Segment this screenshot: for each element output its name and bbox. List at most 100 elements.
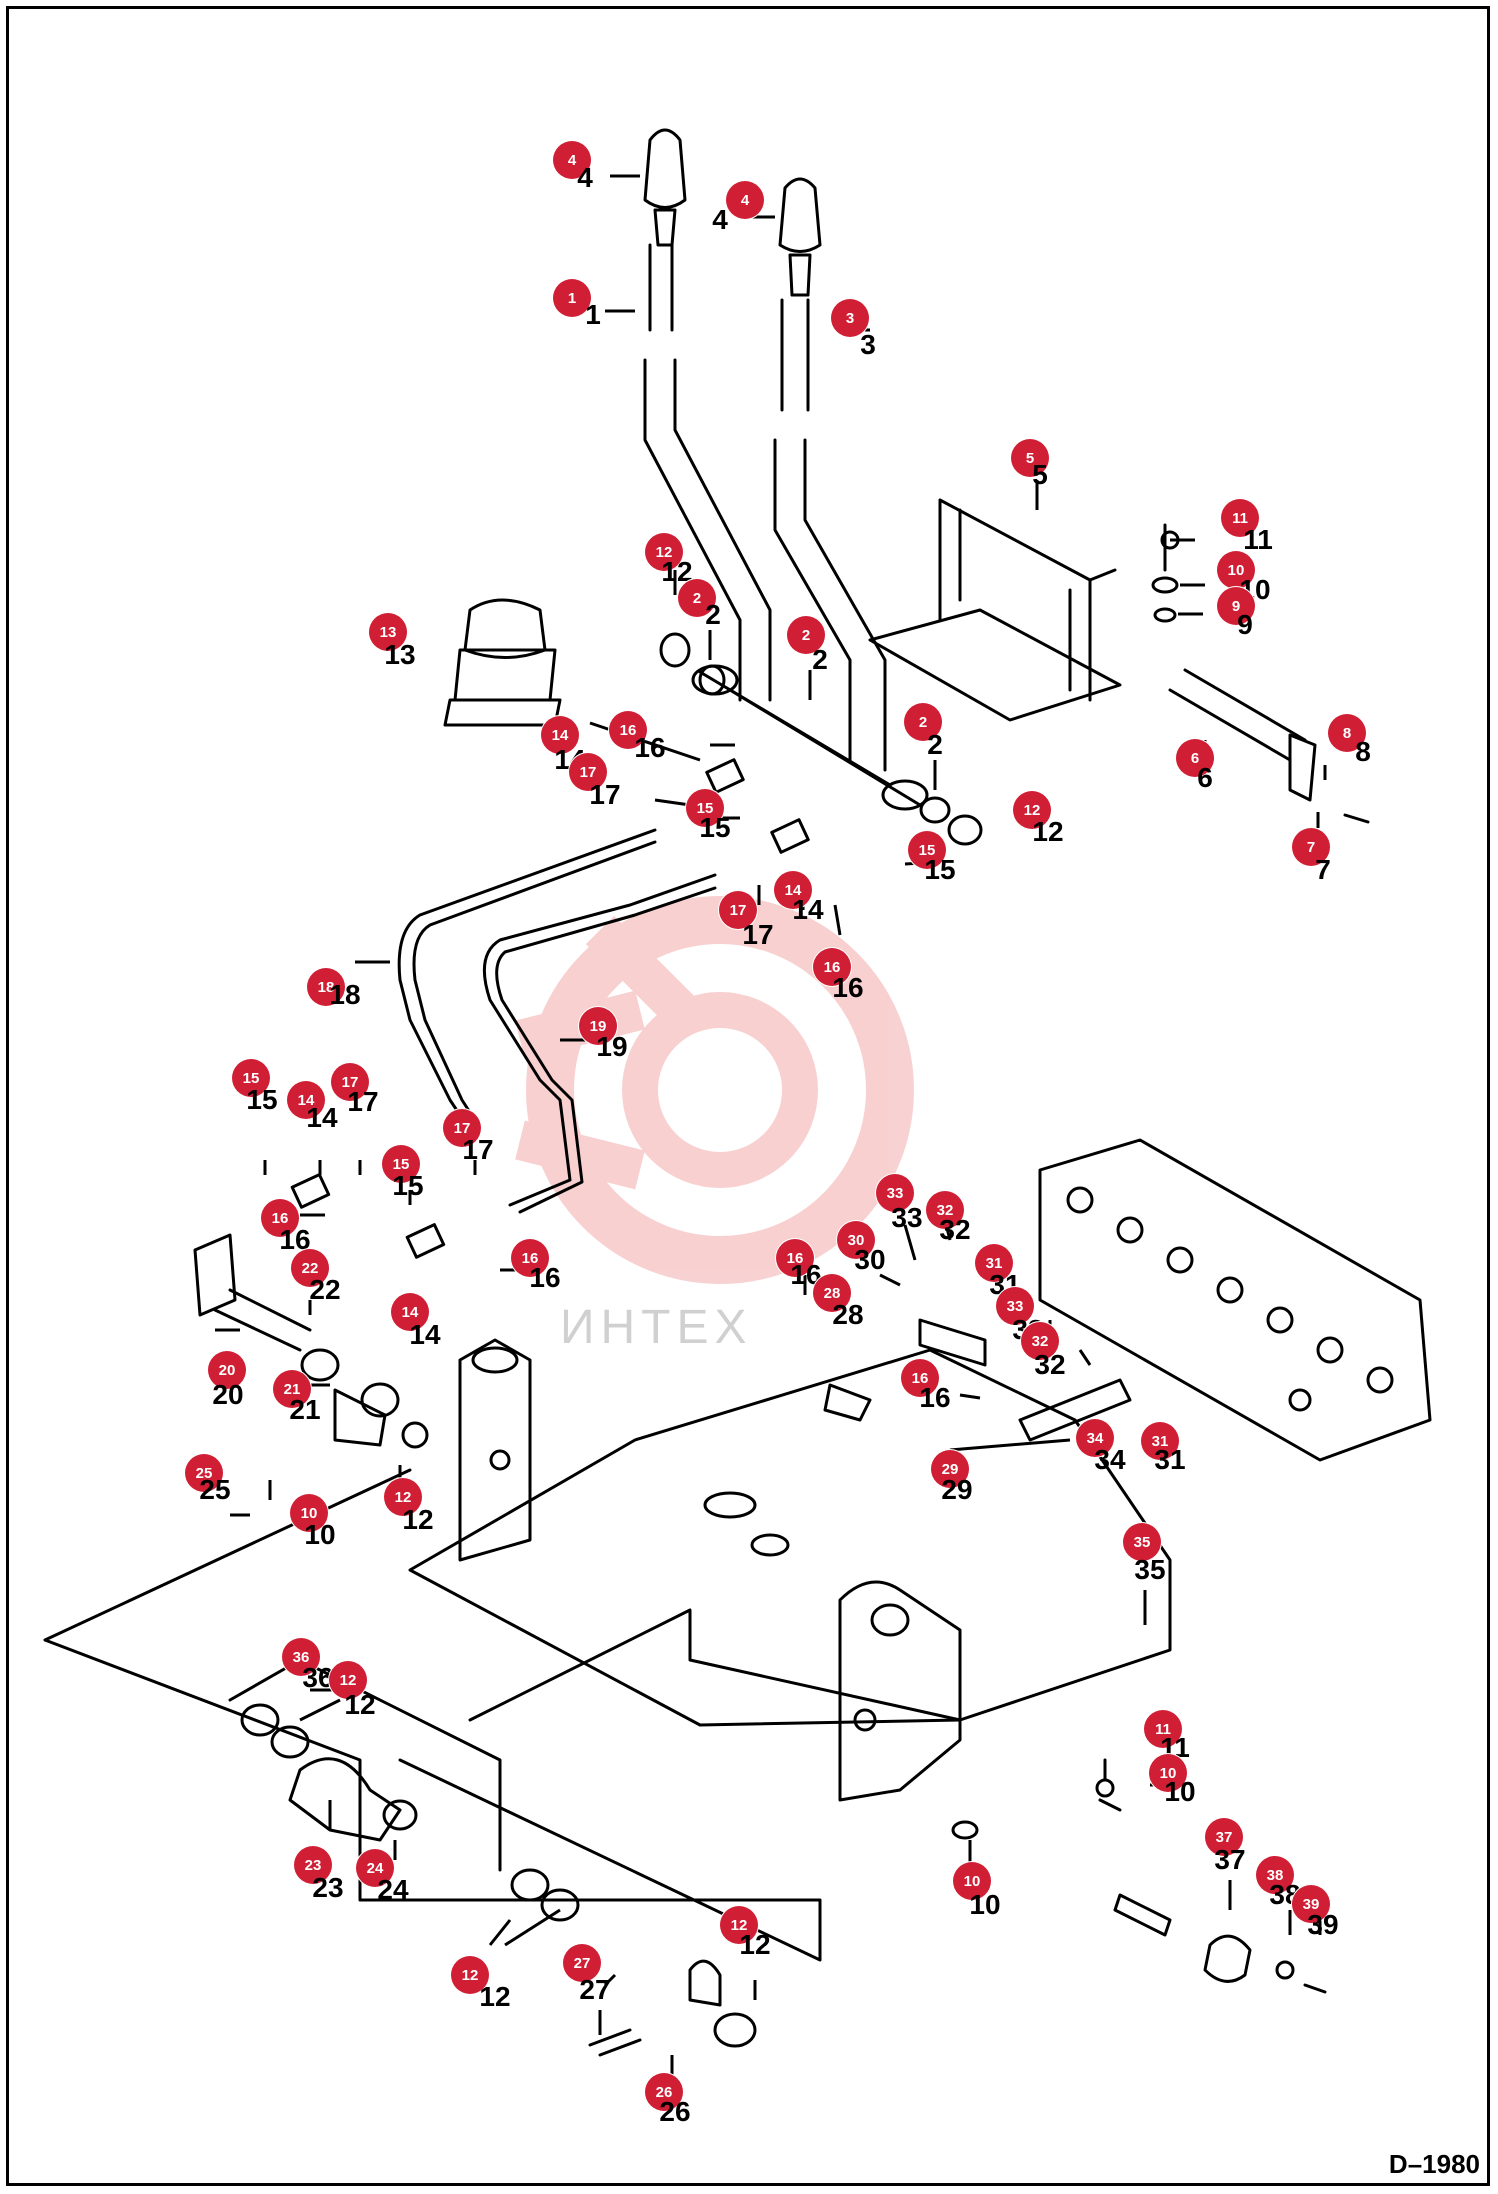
callout-badge-c16e[interactable]: 16 [776,1239,814,1277]
part-number-c33a: 33 [891,1202,923,1233]
callout-badge-c31b[interactable]: 31 [1141,1422,1179,1460]
watermark-text: ИНТЕХ [560,1301,753,1354]
callout-badge-c19[interactable]: 19 [579,1007,617,1045]
callout-badge-c2a[interactable]: 2 [678,579,716,617]
callout-badge-c15d[interactable]: 15 [382,1145,420,1183]
callout-badge-c37[interactable]: 37 [1205,1818,1243,1856]
callout-badge-c12b[interactable]: 12 [1013,791,1051,829]
callout-badge-c16a[interactable]: 16 [609,711,647,749]
callout-badge-c17b[interactable]: 17 [719,891,757,929]
callout-badge-c13[interactable]: 13 [369,613,407,651]
part-number-c39: 39 [1307,1909,1339,1940]
callout-badge-c10d[interactable]: 10 [953,1862,991,1900]
lower-pivot-housing [240,1703,757,2057]
callout-badge-c36[interactable]: 36 [282,1638,320,1676]
callout-badge-c15a[interactable]: 15 [686,789,724,827]
callout-badge-c17c[interactable]: 17 [331,1063,369,1101]
callout-badge-c27[interactable]: 27 [563,1944,601,1982]
callout-badge-c22[interactable]: 22 [291,1249,329,1287]
callout-badge-c12e[interactable]: 12 [451,1956,489,1994]
callout-badge-c25[interactable]: 25 [185,1454,223,1492]
part-number-c4a: 4 [577,162,593,193]
part-number-c17a: 17 [589,779,621,810]
callout-badge-c12a[interactable]: 12 [645,533,683,571]
part-number-c14b: 14 [792,894,824,925]
part-number-c14d: 14 [409,1319,441,1350]
upright-bracket-right [838,1580,962,1802]
part-number-c16b: 16 [832,972,864,1003]
part-number-c19: 19 [596,1031,628,1062]
lever-knob-right [778,177,822,297]
callout-badge-c26[interactable]: 26 [645,2073,683,2111]
callout-badge-c9[interactable]: 9 [1217,587,1255,625]
control-valve [1038,1138,1432,1462]
callout-badge-c17d[interactable]: 17 [443,1109,481,1147]
callout-badge-c7[interactable]: 7 [1292,828,1330,866]
callout-badge-c8[interactable]: 8 [1328,714,1366,752]
callout-badge-c10b[interactable]: 10 [290,1494,328,1532]
callout-badge-c38[interactable]: 38 [1256,1856,1294,1894]
callout-badge-c32b[interactable]: 32 [1021,1322,1059,1360]
callout-badge-c10c[interactable]: 10 [1149,1754,1187,1792]
callout-badge-c15b[interactable]: 15 [908,831,946,869]
callout-badge-c14c[interactable]: 14 [287,1081,325,1119]
callout-badge-c33b[interactable]: 33 [996,1287,1034,1325]
callout-badge-c23[interactable]: 23 [294,1846,332,1884]
callout-badge-c28[interactable]: 28 [813,1274,851,1312]
callout-badge-c11b[interactable]: 11 [1144,1710,1182,1748]
callout-badge-c5[interactable]: 5 [1011,439,1049,477]
callout-badge-c4b[interactable]: 4 [726,181,764,219]
callout-badge-c11a[interactable]: 11 [1221,499,1259,537]
callout-badge-c16f[interactable]: 16 [901,1359,939,1397]
part-number-c12f: 12 [739,1929,771,1960]
callout-badge-c4a[interactable]: 4 [553,141,591,179]
linkage-rod-upper [397,828,657,1132]
callout-badge-c12d[interactable]: 12 [329,1661,367,1699]
callout-badge-c15c[interactable]: 15 [232,1059,270,1097]
part-number-c37: 37 [1214,1844,1246,1875]
callout-badge-c17a[interactable]: 17 [569,753,607,791]
callout-badge-c39[interactable]: 39 [1292,1885,1330,1923]
part-number-c22: 22 [309,1274,341,1305]
callout-badge-c1[interactable]: 1 [553,279,591,317]
lever-knob-left [643,128,687,247]
callout-badge-c30[interactable]: 30 [837,1221,875,1259]
callout-badge-c32a[interactable]: 32 [926,1191,964,1229]
callout-badge-c24[interactable]: 24 [356,1849,394,1887]
callout-badge-c34[interactable]: 34 [1076,1419,1114,1457]
callout-badge-c29[interactable]: 29 [931,1450,969,1488]
part-number-c15a: 15 [699,812,731,843]
callout-badge-c33a[interactable]: 33 [876,1174,914,1212]
callout-badge-c2b[interactable]: 2 [787,616,825,654]
pivot-arm [193,1233,429,1449]
clevis-mid [770,818,810,854]
callout-badge-c21[interactable]: 21 [273,1370,311,1408]
callout-badge-c14b[interactable]: 14 [774,871,812,909]
callout-badge-c16b[interactable]: 16 [813,948,851,986]
callout-badge-c16d[interactable]: 16 [511,1239,549,1277]
part-number-c15d: 15 [392,1170,424,1201]
part-number-c14c: 14 [306,1102,338,1133]
callout-badge-c20[interactable]: 20 [208,1351,246,1389]
part-number-c17d: 17 [462,1134,494,1165]
callout-badge-c31a[interactable]: 31 [975,1244,1013,1282]
callout-badge-c3[interactable]: 3 [831,299,869,337]
callout-badge-c10a[interactable]: 10 [1217,551,1255,589]
callout-badge-c12f[interactable]: 12 [720,1906,758,1944]
clevis-left [290,1173,331,1209]
callout-badge-c18[interactable]: 18 [307,968,345,1006]
mount-bracket [868,498,1122,722]
callout-badge-c12c[interactable]: 12 [384,1478,422,1516]
frame-outline [43,1468,962,1962]
part-number-c16d: 16 [529,1262,561,1293]
part-number-c7: 7 [1315,854,1331,885]
callout-badge-c35[interactable]: 35 [1123,1523,1161,1561]
part-number-c27: 27 [579,1974,611,2005]
callout-badge-c2c[interactable]: 2 [904,703,942,741]
part-number-c29: 29 [941,1474,973,1505]
callout-badge-c6[interactable]: 6 [1176,739,1214,777]
callout-badge-c16c[interactable]: 16 [261,1199,299,1237]
callout-badge-c14d[interactable]: 14 [391,1293,429,1331]
callout-badge-c14a[interactable]: 14 [541,716,579,754]
part-number-c2a: 2 [705,599,721,630]
